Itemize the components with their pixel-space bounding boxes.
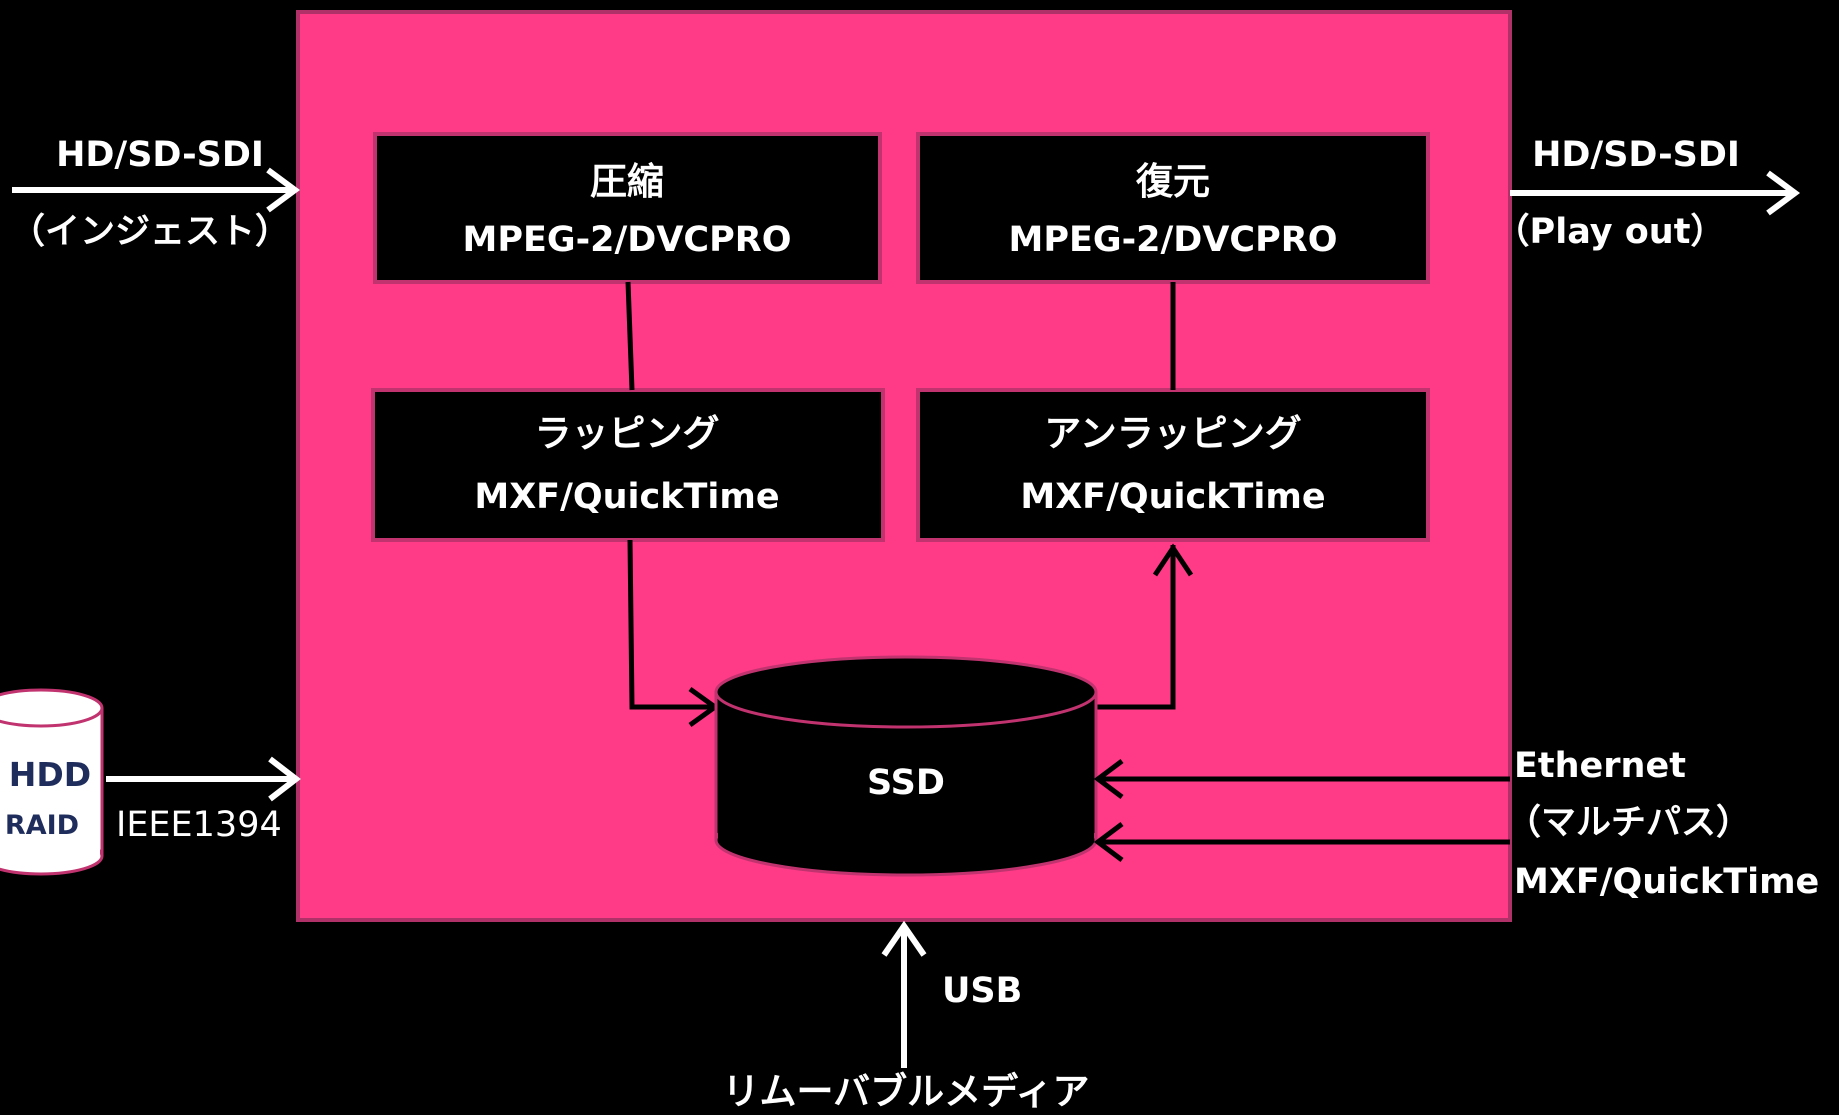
unwrap-format: MXF/QuickTime (1020, 477, 1325, 517)
input-label: HD/SD-SDI (56, 135, 264, 175)
ethernet-arrow-lower-head (1093, 822, 1124, 862)
wrap-title: ラッピング (535, 412, 720, 455)
compress-title: 圧縮 (590, 160, 664, 203)
hdd-cylinder (0, 688, 104, 876)
unwrap-title: アンラッピング (1044, 412, 1302, 455)
input-sub-label: （インジェスト） (10, 212, 290, 252)
ethernet-arrow-upper-head (1093, 759, 1124, 799)
hdd-line2: RAID (5, 810, 79, 841)
arrow-wrap-to-ssd (627, 539, 712, 710)
wrap-block (371, 388, 885, 542)
ethernet-line3: MXF/QuickTime (1514, 862, 1819, 902)
compress-block (373, 132, 882, 284)
arrow-ssd-to-unwrap (1095, 545, 1176, 710)
restore-block (916, 132, 1430, 284)
output-label: HD/SD-SDI (1532, 135, 1740, 175)
connector-compress-wrap (625, 281, 635, 391)
hdd-arrow-head (268, 756, 301, 802)
input-arrow-head (266, 167, 301, 213)
output-arrow-head (1766, 170, 1801, 216)
ssd-label: SSD (867, 763, 945, 803)
restore-title: 復元 (1135, 160, 1210, 203)
usb-label: USB (942, 971, 1022, 1011)
wrap-format: MXF/QuickTime (474, 477, 779, 517)
unwrap-block (916, 388, 1430, 542)
ethernet-line1: Ethernet (1514, 746, 1686, 786)
compress-codec: MPEG-2/DVCPRO (463, 220, 792, 260)
ssd-cylinder (714, 655, 1098, 877)
output-sub-label: （Play out） (1495, 212, 1726, 252)
hdd-line1: HDD (9, 755, 91, 794)
ethernet-line2: （マルチパス） (1506, 803, 1751, 843)
arrowhead-ssd-to-unwrap (1152, 543, 1194, 577)
usb-media-label: リムーバブルメディア (722, 1070, 1089, 1113)
hdd-interface-label: IEEE1394 (116, 805, 282, 845)
usb-arrow-head (881, 920, 927, 957)
restore-codec: MPEG-2/DVCPRO (1009, 220, 1338, 260)
